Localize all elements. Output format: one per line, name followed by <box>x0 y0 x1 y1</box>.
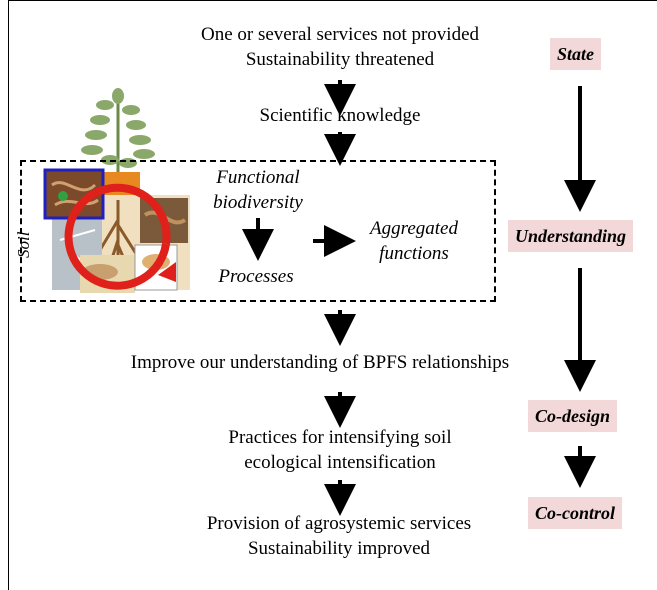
aggregated-line1: Aggregated <box>370 218 458 239</box>
soil-functions-box <box>20 160 496 302</box>
functional-line2: biodiversity <box>213 192 303 213</box>
provision-line1: Provision of agrosystemic services <box>206 513 472 534</box>
soil-label: Soil <box>14 231 33 258</box>
processes-label: Processes <box>218 266 294 287</box>
practices-line2: ecological intensification <box>244 452 436 473</box>
practices-line1: Practices for intensifying soil <box>228 427 452 448</box>
red-cycle-icon <box>64 183 176 290</box>
stage-cocontrol: Co-control <box>528 497 623 529</box>
stage-codesign: Co-design <box>528 400 618 432</box>
scientific-knowledge: Scientific knowledge <box>259 105 421 126</box>
stage-state: State <box>550 38 602 70</box>
top-line2: Sustainability threatened <box>245 49 435 70</box>
improve-understanding: Improve our understanding of BPFS relati… <box>130 352 510 373</box>
top-line1: One or several services not provided <box>200 24 480 45</box>
frame-top-border <box>8 0 657 1</box>
functional-line1: Functional <box>216 167 300 188</box>
stage-understanding: Understanding <box>508 220 634 252</box>
frame-left-border <box>8 0 9 590</box>
plant-illustration <box>81 88 155 175</box>
provision-line2: Sustainability improved <box>247 538 431 559</box>
aggregated-line2: functions <box>379 243 449 264</box>
flow-arrows <box>242 80 356 516</box>
